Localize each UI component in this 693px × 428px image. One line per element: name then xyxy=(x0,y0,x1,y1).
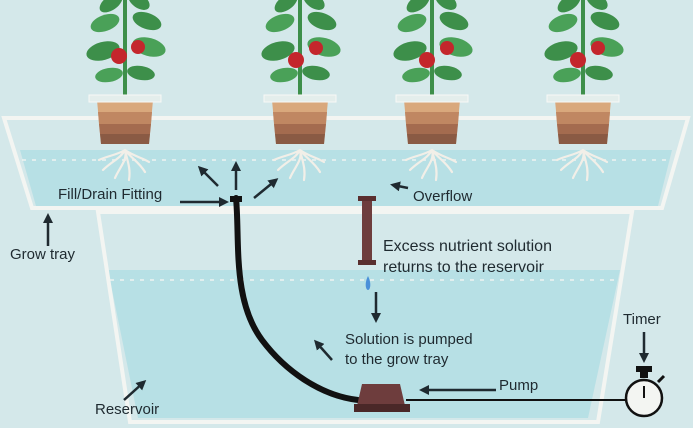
pepper-icon xyxy=(591,41,605,55)
timer-icon xyxy=(624,366,666,418)
pump-icon xyxy=(354,384,410,412)
arrow-icon xyxy=(123,379,147,401)
pepper-icon xyxy=(440,41,454,55)
arrow-icon xyxy=(197,165,219,187)
pepper-icon xyxy=(570,52,586,68)
excess-solution-label-line2: returns to the reservoir xyxy=(383,259,544,276)
pepper-icon xyxy=(111,48,127,64)
fill-drain-fitting-label: Fill/Drain Fitting xyxy=(58,186,163,203)
arrow-icon xyxy=(314,339,333,361)
pump-label: Pump xyxy=(499,377,539,394)
pumped-label-line1: Solution is pumped xyxy=(345,331,473,348)
grow-tray xyxy=(1,116,691,210)
reservoir-label: Reservoir xyxy=(95,401,160,418)
water-drop-icon xyxy=(365,276,371,290)
arrow-icon xyxy=(390,181,409,192)
fill-drain-fitting xyxy=(230,196,242,202)
arrow-icon xyxy=(253,178,279,199)
grow-tray-label: Grow tray xyxy=(10,246,76,263)
excess-solution-label-line1: Excess nutrient solution xyxy=(383,238,552,255)
pepper-icon xyxy=(419,52,435,68)
pepper-icon xyxy=(309,41,323,55)
reservoir-tank xyxy=(95,210,635,424)
pepper-icon xyxy=(288,52,304,68)
overflow-pipe-icon xyxy=(358,196,376,265)
timer-label: Timer xyxy=(623,311,661,328)
pepper-icon xyxy=(131,40,145,54)
overflow-label: Overflow xyxy=(413,188,473,205)
pumped-label-line2: to the grow tray xyxy=(345,351,449,368)
hose xyxy=(233,195,361,403)
